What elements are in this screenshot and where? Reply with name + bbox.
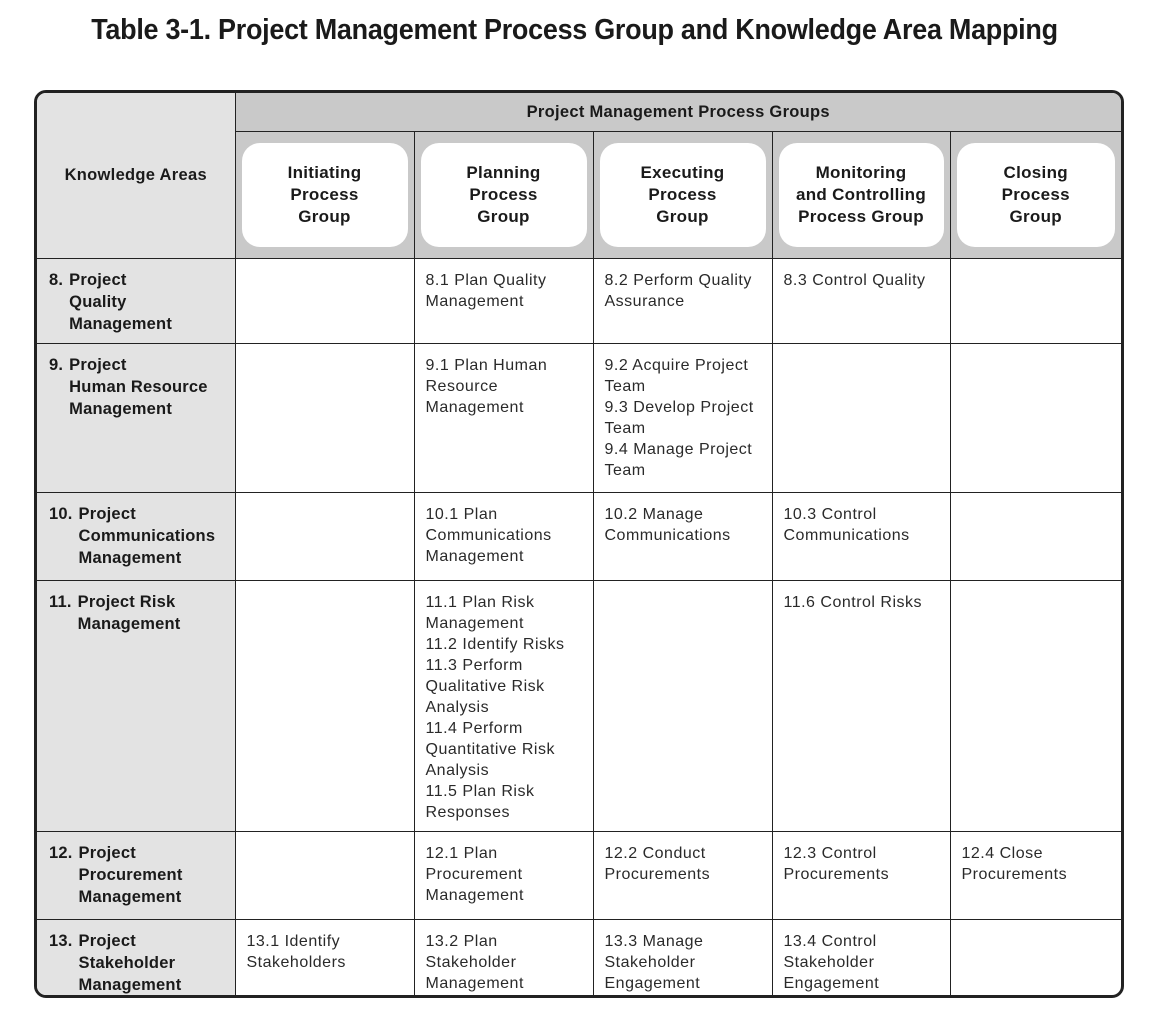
process-cell-executing: 13.3 Manage Stakeholder Engagement <box>592 919 773 995</box>
mapping-table-frame: Knowledge Areas Project Management Proce… <box>34 90 1124 998</box>
knowledge-area-name: Project Stakeholder Management <box>78 932 182 994</box>
process-cell-closing <box>949 580 1121 832</box>
knowledge-area-name: Project Procurement Management <box>78 844 183 906</box>
group-header-planning: Planning Process Group <box>413 131 594 259</box>
knowledge-area-row: 12. Project Procurement Management 12.1 Pl… <box>37 831 1121 920</box>
process-cell-planning: 12.1 Plan Procurement Management <box>413 831 594 920</box>
process-item: 13.4 Control Stakeholder Engagement <box>783 933 880 992</box>
process-cell-monitoring-controlling: 13.4 Control Stakeholder Engagement <box>771 919 951 995</box>
knowledge-area-name: Project Risk Management <box>77 593 181 633</box>
process-item: 11.4 Perform Quantitative Risk Analysis <box>425 720 555 779</box>
knowledge-area-cell: 8. Project Quality Management <box>37 258 236 344</box>
process-cell-initiating <box>234 831 415 920</box>
knowledge-area-name: Project Quality Management <box>69 271 173 333</box>
process-cell-initiating <box>234 492 415 581</box>
process-cell-monitoring-controlling: 12.3 Control Procurements <box>771 831 951 920</box>
knowledge-area-row: 8. Project Quality Management 8.1 Plan Qua… <box>37 258 1121 344</box>
process-item: 11.1 Plan Risk Management <box>425 594 535 632</box>
knowledge-area-number: 8. <box>49 271 64 289</box>
process-item: 11.6 Control Risks <box>783 594 923 611</box>
process-item: 9.2 Acquire Project Team <box>604 357 749 395</box>
knowledge-area-number: 9. <box>49 356 64 374</box>
process-cell-executing: 10.2 Manage Communications <box>592 492 773 581</box>
process-item: 12.3 Control Procurements <box>783 845 890 883</box>
process-cell-initiating <box>234 343 415 493</box>
process-cell-closing <box>949 492 1121 581</box>
knowledge-area-row: 9. Project Human Resource Management 9.1 P… <box>37 343 1121 493</box>
process-item: 10.2 Manage Communications <box>604 506 731 544</box>
knowledge-area-name: Project Human Resource Management <box>69 356 208 418</box>
group-header-executing: Executing Process Group <box>592 131 773 259</box>
process-groups-header: Project Management Process Groups <box>234 93 1121 132</box>
process-cell-planning: 10.1 Plan Communications Management <box>413 492 594 581</box>
process-cell-planning: 8.1 Plan Quality Management <box>413 258 594 344</box>
process-cell-initiating <box>234 580 415 832</box>
group-header-monitoring-controlling: Monitoring and Controlling Process Group <box>771 131 951 259</box>
process-item: 11.2 Identify Risks <box>425 636 565 653</box>
process-item: 11.5 Plan Risk Responses <box>425 783 535 821</box>
knowledge-area-number: 13. <box>49 932 73 950</box>
knowledge-area-cell: 10. Project Communications Management <box>37 492 236 581</box>
process-item: 13.1 Identify Stakeholders <box>246 933 346 971</box>
knowledge-areas-header: Knowledge Areas <box>37 93 236 259</box>
group-label-initiating: Initiating Process Group <box>241 143 408 247</box>
process-item: 9.4 Manage Project Team <box>604 441 753 479</box>
process-cell-monitoring-controlling <box>771 343 951 493</box>
knowledge-area-cell: 9. Project Human Resource Management <box>37 343 236 493</box>
process-item: 9.1 Plan Human Resource Management <box>425 357 548 416</box>
knowledge-area-cell: 13. Project Stakeholder Management <box>37 919 236 995</box>
knowledge-area-row: 10. Project Communications Management 10.1… <box>37 492 1121 581</box>
group-header-initiating: Initiating Process Group <box>235 131 415 259</box>
process-item: 10.3 Control Communications <box>783 506 910 544</box>
process-cell-executing: 8.2 Perform Quality Assurance <box>592 258 773 344</box>
process-cell-executing: 12.2 Conduct Procurements <box>592 831 773 920</box>
knowledge-area-name: Project Communications Management <box>78 505 216 567</box>
group-label-monitoring-controlling: Monitoring and Controlling Process Group <box>778 143 944 247</box>
process-cell-executing <box>592 580 773 832</box>
knowledge-area-cell: 12. Project Procurement Management <box>37 831 236 920</box>
process-item: 12.1 Plan Procurement Management <box>425 845 524 904</box>
process-cell-closing: 12.4 Close Procurements <box>949 831 1121 920</box>
knowledge-area-number: 12. <box>49 844 73 862</box>
group-header-closing: Closing Process Group <box>949 131 1121 259</box>
header-row-process-groups: Knowledge Areas Project Management Proce… <box>37 93 1121 259</box>
process-cell-closing <box>949 343 1121 493</box>
knowledge-area-number: 11. <box>49 593 72 611</box>
process-cell-initiating <box>234 258 415 344</box>
process-cell-closing <box>949 258 1121 344</box>
mapping-table: Knowledge Areas Project Management Proce… <box>37 93 1121 995</box>
process-item: 8.1 Plan Quality Management <box>425 272 547 310</box>
process-cell-planning: 11.1 Plan Risk Management 11.2 Identify R… <box>413 580 594 832</box>
group-label-planning: Planning Process Group <box>420 143 587 247</box>
process-item: 9.3 Develop Project Team <box>604 399 754 437</box>
process-cell-monitoring-controlling: 8.3 Control Quality <box>771 258 951 344</box>
process-cell-monitoring-controlling: 10.3 Control Communications <box>771 492 951 581</box>
process-item: 12.4 Close Procurements <box>961 845 1068 883</box>
process-item: 13.2 Plan Stakeholder Management <box>425 933 524 992</box>
process-cell-planning: 9.1 Plan Human Resource Management <box>413 343 594 493</box>
group-label-executing: Executing Process Group <box>599 143 766 247</box>
knowledge-area-row: 11. Project Risk Management 11.1 Plan Risk… <box>37 580 1121 832</box>
process-item: 11.3 Perform Qualitative Risk Analysis <box>425 657 545 716</box>
process-cell-closing <box>949 919 1121 995</box>
process-item: 10.1 Plan Communications Management <box>425 506 552 565</box>
process-cell-executing: 9.2 Acquire Project Team 9.3 Develop Proj… <box>592 343 773 493</box>
group-label-closing: Closing Process Group <box>956 143 1115 247</box>
knowledge-area-number: 10. <box>49 505 73 523</box>
process-item: 8.2 Perform Quality Assurance <box>604 272 752 310</box>
process-cell-planning: 13.2 Plan Stakeholder Management <box>413 919 594 995</box>
page-title: Table 3-1. Project Management Process Gr… <box>91 14 1058 46</box>
process-cell-monitoring-controlling: 11.6 Control Risks <box>771 580 951 832</box>
knowledge-area-row: 13. Project Stakeholder Management 13.1 Id… <box>37 919 1121 995</box>
process-item: 8.3 Control Quality <box>783 272 926 289</box>
process-item: 12.2 Conduct Procurements <box>604 845 711 883</box>
process-item: 13.3 Manage Stakeholder Engagement <box>604 933 704 992</box>
process-cell-initiating: 13.1 Identify Stakeholders <box>234 919 415 995</box>
knowledge-area-cell: 11. Project Risk Management <box>37 580 236 832</box>
